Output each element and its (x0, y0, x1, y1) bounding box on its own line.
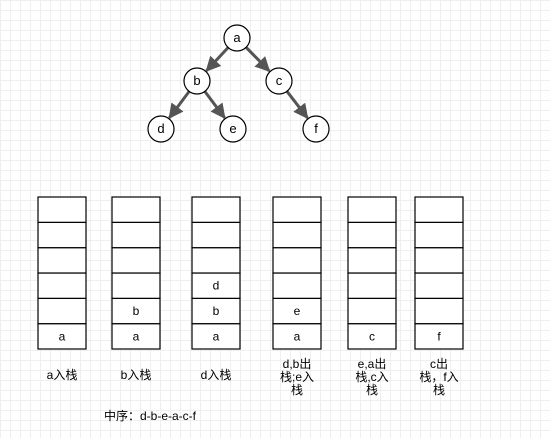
stack-cell (37, 196, 87, 223)
stack-cell (191, 323, 241, 350)
tree-node-label: c (276, 73, 283, 88)
tree-node-label: f (314, 121, 318, 136)
tree-edge-a-b (205, 46, 230, 72)
tree-edges (168, 46, 309, 120)
stack-cell (414, 323, 464, 350)
stack-cell-value: f (437, 329, 441, 343)
stack-cell (272, 221, 322, 249)
inorder-note: 中序：d-b-e-a-c-f (104, 409, 197, 423)
stack-cell-value: a (213, 329, 220, 343)
stack-cell (414, 247, 464, 274)
stack-caption: d入栈 (200, 368, 232, 382)
stack-cell (272, 247, 322, 274)
stack-cell (347, 272, 397, 299)
tree-node-c: c (265, 67, 293, 95)
stack-cell (111, 221, 161, 249)
stack-cell (347, 323, 397, 350)
stack-cell (272, 297, 322, 325)
stack-caption: b入栈 (120, 368, 152, 382)
tree-node-d: d (147, 115, 175, 143)
stack-1: a (37, 196, 87, 350)
stack-cell-value: d (213, 279, 220, 293)
stack-cell (272, 196, 322, 223)
stack-cell (414, 221, 464, 249)
tree-nodes: a b c d e f (147, 24, 330, 143)
tree-node-label: e (229, 121, 236, 136)
stack-cell (111, 247, 161, 274)
stack-6: f (414, 196, 464, 350)
tree-edge-c-f (285, 90, 309, 120)
stack-cell (414, 297, 464, 325)
stack-cell (347, 196, 397, 223)
tree-node-f: f (302, 115, 330, 143)
stack-cell (111, 297, 161, 325)
stack-cell (191, 196, 241, 223)
stack-cell-value: a (133, 329, 140, 343)
tree-node-b: b (183, 67, 211, 95)
stack-cell (111, 272, 161, 299)
stack-cell-value: b (213, 304, 220, 318)
stack-cell (111, 196, 161, 223)
stack-caption: c出 栈，f入 栈 (419, 357, 459, 397)
stack-cell (191, 247, 241, 274)
stack-cell-value: e (294, 304, 301, 318)
stack-caption: d,b出 栈;e入 栈 (279, 357, 314, 397)
stack-cell (414, 272, 464, 299)
stack-cell (191, 297, 241, 325)
tree-edge-b-d (168, 90, 191, 120)
stack-caption: e,a出 栈,c入 栈 (355, 357, 389, 397)
stack-cell (414, 196, 464, 223)
stack-cell (111, 323, 161, 350)
stack-caption: a入栈 (46, 368, 78, 382)
tree-node-label: b (193, 73, 200, 88)
stack-cell (37, 247, 87, 274)
tree-node-a: a (223, 24, 251, 52)
stack-cell-value: c (369, 329, 375, 343)
tree-edge-b-e (203, 90, 226, 120)
stack-cell (347, 221, 397, 249)
tree-edge-a-c (245, 46, 271, 73)
stack-cell (347, 297, 397, 325)
stack-5: c (347, 196, 397, 350)
stack-cell (37, 272, 87, 299)
stack-4: ae (272, 196, 322, 350)
tree-node-label: a (233, 30, 241, 45)
tree-node-e: e (219, 115, 247, 143)
stack-cell (37, 221, 87, 249)
stack-3: abd (191, 196, 241, 350)
stack-cell (191, 221, 241, 249)
stack-cell-value: a (294, 329, 301, 343)
stack-cell (37, 297, 87, 325)
stack-cell-value: b (133, 304, 140, 318)
stack-cell (272, 272, 322, 299)
stack-2: ab (111, 196, 161, 350)
stack-cell (347, 247, 397, 274)
tree-node-label: d (157, 121, 164, 136)
stack-cell-value: a (59, 329, 66, 343)
